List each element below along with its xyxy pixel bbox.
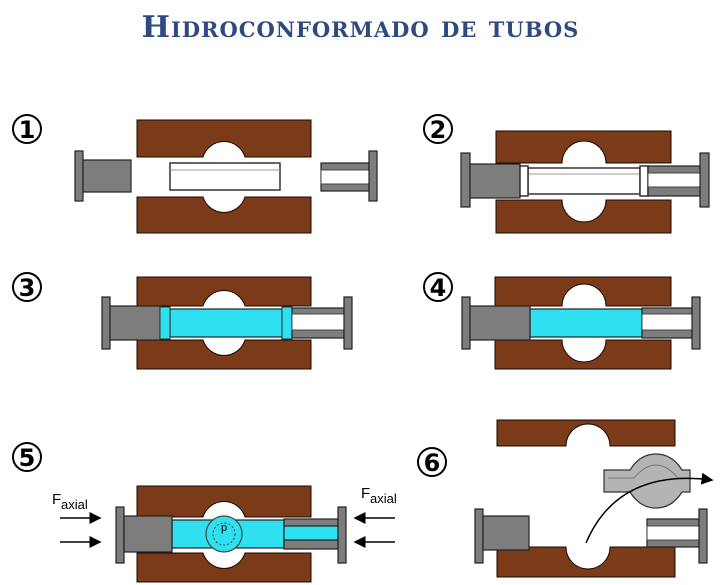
right-seal [281, 306, 293, 340]
left-punch-flange [74, 150, 84, 202]
step-3-number: 3 [19, 274, 36, 302]
left-seal [159, 306, 171, 340]
left-punch-flange [461, 296, 471, 350]
tube [169, 162, 281, 191]
right-punch-flange [698, 508, 708, 564]
fluid-filled-tube [169, 308, 283, 338]
right-punch-flange [699, 152, 710, 208]
lower-die [136, 552, 312, 583]
right-punch-flange [691, 296, 701, 350]
force-sub-left: axial [61, 497, 88, 512]
left-punch [82, 159, 132, 193]
step-4-badge [423, 272, 453, 302]
lower-die [494, 339, 672, 370]
step-2: 2 [423, 114, 710, 234]
right-punch-flange [337, 506, 347, 564]
upper-die [136, 119, 312, 158]
force-label-left: F [52, 491, 61, 508]
step-2-badge [423, 114, 453, 144]
pressure-label: p [221, 522, 227, 534]
page-title: Hidroconformado de tubos [141, 10, 580, 45]
step-6-badge [417, 447, 447, 477]
step-5-badge [12, 442, 42, 472]
upper-die [136, 276, 312, 307]
upper-die [494, 276, 672, 307]
step-1-badge [12, 114, 42, 144]
left-punch-flange [474, 508, 484, 564]
step-5-number: 5 [19, 444, 36, 472]
bulge [205, 515, 243, 553]
upper-die [495, 130, 672, 164]
step-1: 1 [12, 114, 378, 234]
left-punch-flange [460, 152, 471, 208]
tube [527, 167, 641, 195]
step-1-number: 1 [19, 116, 36, 144]
left-punch-flange [115, 506, 125, 564]
right-punch-flange [368, 150, 378, 202]
lower-die [136, 196, 312, 234]
force-label-right: F [361, 485, 370, 502]
left-punch [469, 305, 531, 341]
formed-part [603, 453, 691, 509]
right-punch-flange [343, 296, 353, 350]
left-punch-flange [101, 296, 111, 350]
step-2-number: 2 [430, 116, 447, 144]
lower-die [495, 199, 672, 234]
step-6-number: 6 [424, 449, 441, 477]
step-4: 4 [423, 272, 701, 370]
ejection-arrow [585, 472, 714, 544]
left-punch [482, 515, 530, 551]
step-3: 3 [12, 272, 353, 370]
left-punch [123, 515, 173, 553]
fluid-channel [283, 525, 339, 541]
left-punch [469, 163, 521, 199]
right-seal [639, 165, 649, 197]
upper-die [136, 485, 312, 518]
step-3-badge [12, 272, 42, 302]
fluid-filled-tube [529, 308, 643, 338]
left-seal [519, 165, 529, 197]
step-5: 5 p F axial F axial [12, 442, 397, 583]
step-6: 6 [417, 419, 714, 578]
step-4-number: 4 [430, 274, 447, 302]
lower-die [136, 339, 312, 370]
force-sub-right: axial [370, 491, 397, 506]
lower-die [496, 546, 676, 578]
left-punch [109, 305, 161, 341]
upper-die-raised [496, 419, 676, 447]
